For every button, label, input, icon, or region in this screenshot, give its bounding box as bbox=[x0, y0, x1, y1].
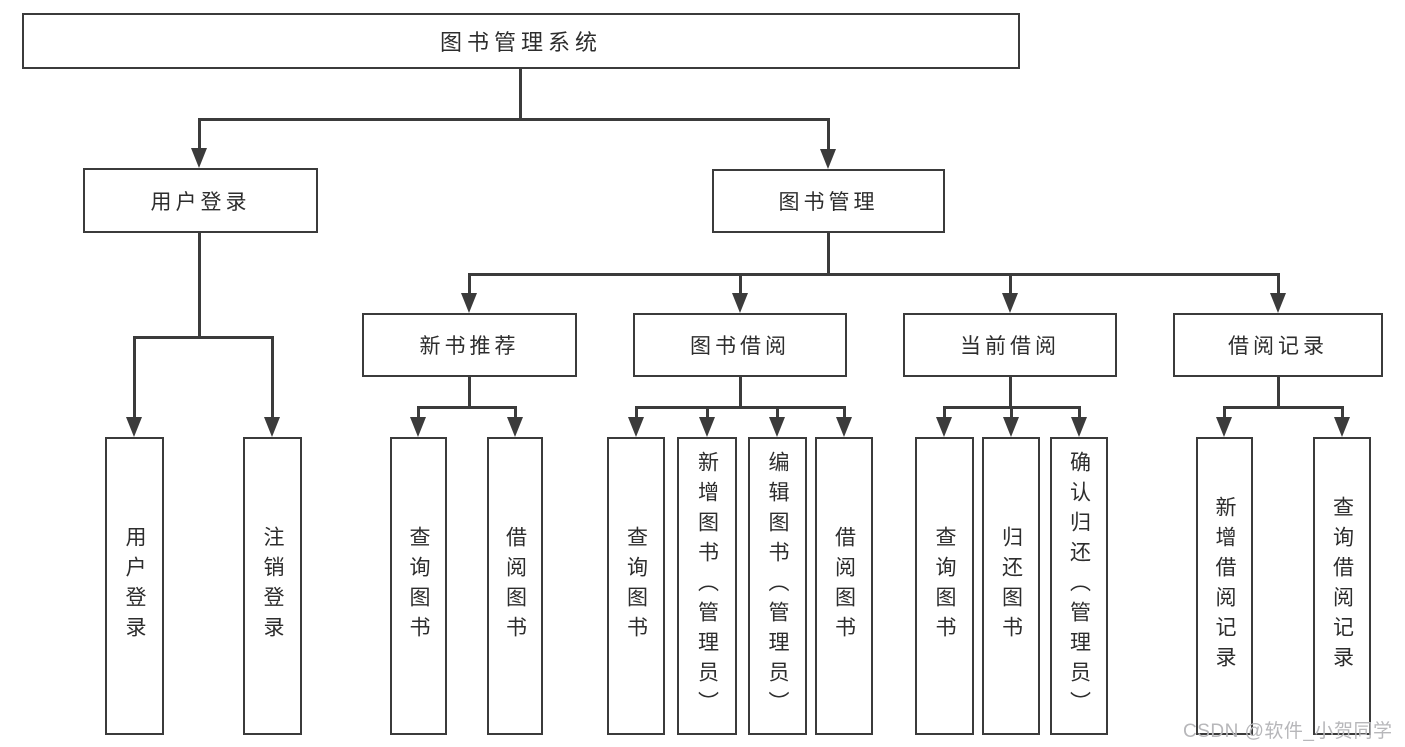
node-label: 当前借阅 bbox=[960, 335, 1060, 358]
leaf-label: 查询图书 bbox=[624, 526, 648, 646]
connector-line bbox=[1277, 377, 1280, 408]
arrowhead-icon bbox=[936, 417, 952, 437]
leaf-label: 归还图书 bbox=[999, 526, 1023, 646]
arrowhead-icon bbox=[699, 417, 715, 437]
leaf-label: 注销登录 bbox=[261, 526, 284, 646]
node-label: 新书推荐 bbox=[419, 335, 520, 358]
node-label: 图书管理系统 bbox=[439, 30, 602, 55]
leaf-label: 借阅图书 bbox=[503, 526, 527, 646]
connector-line bbox=[468, 273, 1279, 276]
connector-line bbox=[468, 377, 471, 408]
leaf-edit-books-admin: 编辑图书（管理员） bbox=[748, 437, 807, 735]
leaf-logout: 注销登录 bbox=[243, 437, 302, 735]
leaf-add-books-admin: 新增图书（管理员） bbox=[677, 437, 737, 735]
leaf-return-books: 归还图书 bbox=[982, 437, 1040, 735]
leaf-borrow-books: 借阅图书 bbox=[815, 437, 873, 735]
connector-line bbox=[1009, 273, 1012, 297]
connector-line bbox=[827, 118, 830, 153]
leaf-label: 新增图书（管理员） bbox=[695, 451, 719, 721]
connector-line bbox=[706, 406, 709, 419]
leaf-label: 查询借阅记录 bbox=[1330, 496, 1354, 676]
leaf-label: 借阅图书 bbox=[832, 526, 856, 646]
leaf-label: 查询图书 bbox=[407, 526, 430, 646]
leaf-label: 新增借阅记录 bbox=[1213, 496, 1236, 676]
leaf-label: 确认归还（管理员） bbox=[1067, 451, 1091, 721]
connector-line bbox=[635, 406, 845, 409]
arrowhead-icon bbox=[264, 417, 280, 437]
leaf-label: 用户登录 bbox=[123, 526, 146, 646]
leaf-query-books-borrow: 查询图书 bbox=[607, 437, 665, 735]
arrowhead-icon bbox=[191, 148, 207, 168]
arrowhead-icon bbox=[1216, 417, 1232, 437]
arrowhead-icon bbox=[507, 417, 523, 437]
connector-line bbox=[739, 273, 742, 297]
arrowhead-icon bbox=[126, 417, 142, 437]
leaf-borrow-books-recommend: 借阅图书 bbox=[487, 437, 543, 735]
connector-line bbox=[827, 233, 830, 275]
leaf-query-books-current: 查询图书 bbox=[915, 437, 974, 735]
connector-line bbox=[635, 406, 638, 419]
arrowhead-icon bbox=[1002, 293, 1018, 313]
connector-line bbox=[739, 377, 742, 408]
arrowhead-icon bbox=[820, 149, 836, 169]
connector-line bbox=[1009, 377, 1012, 408]
node-user-login-module: 用户登录 bbox=[83, 168, 318, 233]
leaf-add-borrow-record: 新增借阅记录 bbox=[1196, 437, 1253, 735]
leaf-label: 查询图书 bbox=[933, 526, 956, 646]
connector-line bbox=[1010, 406, 1013, 419]
connector-line bbox=[468, 273, 471, 297]
connector-line bbox=[943, 406, 946, 419]
node-label: 用户登录 bbox=[150, 190, 251, 214]
leaf-user-login: 用户登录 bbox=[105, 437, 164, 735]
node-book-borrowing: 图书借阅 bbox=[633, 313, 847, 377]
arrowhead-icon bbox=[1003, 417, 1019, 437]
connector-line bbox=[417, 406, 420, 419]
arrowhead-icon bbox=[1270, 293, 1286, 313]
node-label: 图书管理 bbox=[778, 191, 879, 214]
node-current-borrowing: 当前借阅 bbox=[903, 313, 1117, 377]
leaf-label: 编辑图书（管理员） bbox=[766, 451, 789, 721]
connector-line bbox=[271, 336, 274, 418]
connector-line bbox=[776, 406, 779, 419]
node-book-management: 图书管理 bbox=[712, 169, 945, 233]
node-library-system: 图书管理系统 bbox=[22, 13, 1020, 69]
connector-line bbox=[198, 233, 201, 338]
arrowhead-icon bbox=[1071, 417, 1087, 437]
leaf-query-books-recommend: 查询图书 bbox=[390, 437, 447, 735]
connector-line bbox=[198, 118, 830, 121]
leaf-confirm-return-admin: 确认归还（管理员） bbox=[1050, 437, 1108, 735]
connector-line bbox=[133, 336, 136, 418]
connector-line bbox=[1078, 406, 1081, 419]
node-label: 图书借阅 bbox=[690, 335, 790, 358]
node-label: 借阅记录 bbox=[1228, 335, 1328, 358]
node-borrowing-records: 借阅记录 bbox=[1173, 313, 1383, 377]
connector-line bbox=[1223, 406, 1343, 409]
leaf-query-borrow-record: 查询借阅记录 bbox=[1313, 437, 1371, 735]
csdn-watermark: CSDN @软件_小贺同学 bbox=[1183, 721, 1393, 742]
connector-line bbox=[133, 336, 274, 339]
arrowhead-icon bbox=[628, 417, 644, 437]
connector-line bbox=[1223, 406, 1226, 419]
arrowhead-icon bbox=[410, 417, 426, 437]
arrowhead-icon bbox=[461, 293, 477, 313]
connector-line bbox=[514, 406, 517, 419]
connector-line bbox=[1277, 273, 1280, 297]
connector-line bbox=[1341, 406, 1344, 419]
arrowhead-icon bbox=[732, 293, 748, 313]
connector-line bbox=[198, 118, 201, 152]
connector-line bbox=[843, 406, 846, 419]
arrowhead-icon bbox=[1334, 417, 1350, 437]
connector-line bbox=[418, 406, 516, 409]
node-new-book-recommendation: 新书推荐 bbox=[362, 313, 577, 377]
connector-line bbox=[519, 69, 522, 120]
arrowhead-icon bbox=[769, 417, 785, 437]
arrowhead-icon bbox=[836, 417, 852, 437]
